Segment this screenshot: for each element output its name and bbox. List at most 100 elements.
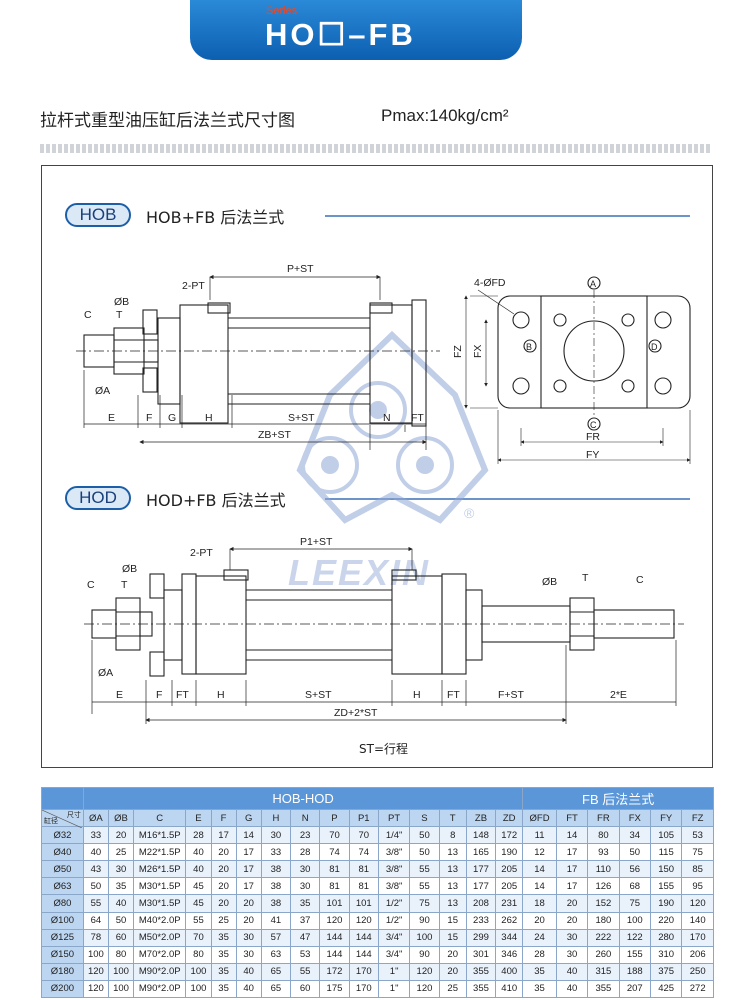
brand-watermark: LEEXIN ® <box>288 330 489 593</box>
table-cell: 47 <box>290 928 321 947</box>
hob-dimension-labels: P+ST 2-PT ØB C T ØA E F G H S+ST N FT ZB… <box>84 263 424 441</box>
hod-dim-p1-st: P1+ST <box>300 536 333 548</box>
hob-dim-a: ØA <box>95 385 110 397</box>
bore-cell: Ø63 <box>41 877 84 896</box>
hod-section-title: HOD+FB 后法兰式 <box>146 491 286 510</box>
column-header: P <box>319 808 350 828</box>
hod-drawing <box>84 546 684 724</box>
table-corner-blank <box>41 787 84 810</box>
table-cell: 14 <box>522 877 557 896</box>
table-cell: 188 <box>618 962 651 981</box>
table-cell: 17 <box>210 826 237 845</box>
table-cell: 80 <box>185 945 212 964</box>
hob-badge: HOB <box>65 203 131 227</box>
table-cell: 8 <box>438 826 467 845</box>
table-cell: 70 <box>319 826 350 845</box>
table-cell: 15 <box>438 911 467 930</box>
table-cell: 20 <box>210 877 237 896</box>
table-cell: 152 <box>587 894 620 913</box>
hob-dim-n: N <box>383 412 391 424</box>
table-cell: 14 <box>522 860 557 879</box>
table-cell: 100 <box>82 945 109 964</box>
table-cell: 3/8" <box>377 860 411 879</box>
table-cell: 65 <box>260 979 292 999</box>
table-cell: 53 <box>290 945 321 964</box>
column-header: H <box>260 808 292 828</box>
table-cell: 40 <box>235 979 262 999</box>
table-cell: 64 <box>82 911 109 930</box>
table-cell: 45 <box>185 877 212 896</box>
table-cell: 272 <box>681 979 714 999</box>
table-cell: 101 <box>348 894 379 913</box>
table-cell: 17 <box>235 877 262 896</box>
table-cell: 170 <box>348 979 379 999</box>
column-header: FR <box>587 808 620 828</box>
table-cell: 30 <box>290 877 321 896</box>
table-cell: 80 <box>107 945 135 964</box>
table-cell: 20 <box>438 945 467 964</box>
registered-mark: ® <box>464 505 475 521</box>
hod-dim-ft: FT <box>176 689 189 701</box>
table-cell: 20 <box>438 962 467 981</box>
table-cell: 155 <box>618 945 651 964</box>
hod-dim-c: C <box>87 579 95 591</box>
table-cell: 45 <box>185 894 212 913</box>
brand-watermark-text: LEEXIN <box>288 552 430 593</box>
table-cell: 100 <box>107 979 135 999</box>
drawing-frame <box>41 165 713 768</box>
table-cell: 315 <box>587 962 620 981</box>
table-cell: 35 <box>210 928 237 947</box>
table-cell: 90 <box>409 911 440 930</box>
table-cell: 3/8" <box>377 843 411 862</box>
column-header: ØFD <box>522 808 557 828</box>
table-cell: 34 <box>618 826 651 845</box>
corner-diagonal <box>42 810 82 828</box>
hod-dim-zd: ZD+2*ST <box>334 707 378 719</box>
table-cell: 80 <box>587 826 620 845</box>
table-cell: 310 <box>649 945 683 964</box>
hod-dimension-labels: P1+ST 2-PT ØB C T ØA E F FT H S+ST H FT … <box>87 536 644 719</box>
table-cell: 75 <box>618 894 651 913</box>
table-cell: 40 <box>185 860 212 879</box>
flange-dim-fy: FY <box>586 449 599 461</box>
table-cell: 140 <box>681 911 714 930</box>
table-cell: 55 <box>185 911 212 930</box>
table-cell: 233 <box>465 911 497 930</box>
table-cell: M22*1.5P <box>133 843 187 862</box>
table-cell: 33 <box>260 843 292 862</box>
table-cell: 122 <box>618 928 651 947</box>
table-cell: 74 <box>319 843 350 862</box>
table-cell: 90 <box>409 945 440 964</box>
table-cell: 3/4" <box>377 945 411 964</box>
table-cell: 126 <box>587 877 620 896</box>
hod-dim-b2: ØB <box>542 576 557 588</box>
table-cell: 120 <box>82 962 109 981</box>
table-cell: 56 <box>618 860 651 879</box>
hob-dim-p-st: P+ST <box>287 263 314 275</box>
corner-bottom-label: 缸径 <box>44 818 58 826</box>
table-cell: 144 <box>348 928 379 947</box>
table-cell: 172 <box>319 962 350 981</box>
table-cell: 144 <box>319 928 350 947</box>
flange-dim-fd: 4-ØFD <box>474 277 506 289</box>
table-cell: 25 <box>210 911 237 930</box>
bore-cell: Ø32 <box>41 826 84 845</box>
hod-dim-b: ØB <box>122 563 137 575</box>
table-cell: 12 <box>522 843 557 862</box>
table-cell: 38 <box>260 860 292 879</box>
table-cell: 144 <box>348 945 379 964</box>
table-cell: 220 <box>649 911 683 930</box>
table-cell: 120 <box>681 894 714 913</box>
hob-dim-pt: 2-PT <box>182 280 205 292</box>
table-cell: 190 <box>649 894 683 913</box>
table-cell: 38 <box>260 894 292 913</box>
table-cell: 50 <box>618 843 651 862</box>
table-cell: 205 <box>495 877 524 896</box>
table-cell: 30 <box>107 860 135 879</box>
table-cell: 35 <box>290 894 321 913</box>
hob-dim-f: F <box>146 412 152 424</box>
hob-dim-s-st: S+ST <box>288 412 315 424</box>
